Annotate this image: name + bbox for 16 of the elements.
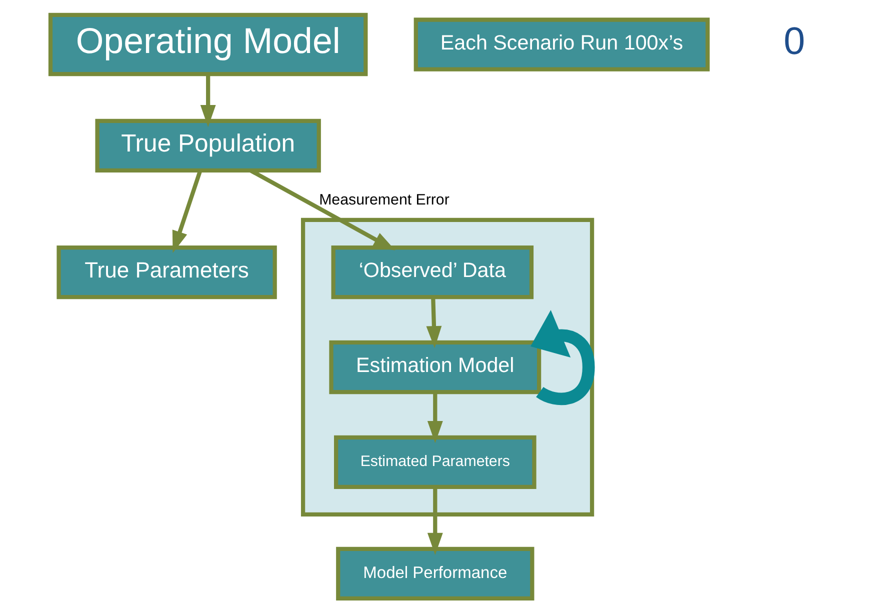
arrow — [172, 170, 202, 254]
arrow — [427, 392, 443, 444]
arrow — [427, 487, 443, 555]
arrow — [426, 297, 442, 348]
edge-label: Measurement Error — [319, 192, 450, 209]
arrow — [530, 310, 595, 406]
node-box: Estimation Model — [329, 340, 542, 394]
node-box: Each Scenario Run 100x’s — [414, 18, 710, 72]
node-box: ‘Observed’ Data — [331, 245, 534, 300]
node-box: True Parameters — [56, 245, 277, 300]
arrow — [200, 74, 216, 128]
node-box: True Population — [95, 118, 321, 172]
node-box: Operating Model — [48, 12, 368, 76]
label: 0 — [784, 20, 806, 64]
node-box: Model Performance — [336, 546, 534, 600]
node-box: Estimated Parameters — [334, 435, 536, 490]
